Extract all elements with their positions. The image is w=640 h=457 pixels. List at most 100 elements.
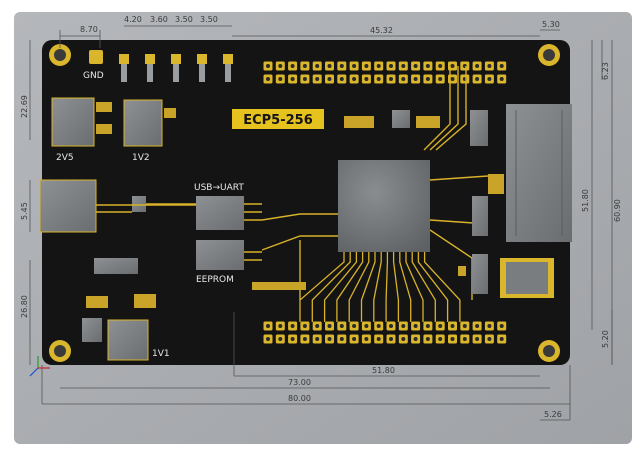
- dim-8-70: 8.70: [80, 25, 98, 34]
- gpio-pin-hole: [438, 324, 443, 328]
- gpio-pin-hole: [462, 324, 467, 328]
- fanout-trace: [385, 252, 389, 322]
- regulator-2v5: [51, 97, 95, 147]
- pcb-board: [42, 40, 570, 365]
- gpio-pin-hole: [413, 324, 418, 328]
- fpga-chip: [338, 160, 430, 252]
- gpio-pin-hole: [315, 337, 320, 341]
- gpio-pin-hole: [425, 77, 430, 81]
- regulator-1v1: [107, 319, 149, 361]
- usb-uart-label: USB→UART: [194, 183, 244, 193]
- power-header-pins: [119, 54, 233, 82]
- rail-1v2-label: 1V2: [132, 153, 150, 163]
- gpio-pin-hole: [266, 64, 270, 68]
- gpio-pin-hole: [327, 337, 332, 341]
- gpio-pin-hole: [413, 77, 418, 81]
- header-pin-leg: [225, 64, 231, 82]
- fanout-trace: [360, 252, 376, 322]
- fanout-trace: [336, 252, 364, 322]
- dim-51-80-bottom: 51.80: [372, 366, 395, 375]
- gpio-pin-hole: [475, 324, 480, 328]
- gpio-pin-hole: [487, 337, 492, 341]
- fuse: [94, 258, 138, 274]
- gpio-pin-hole: [302, 324, 307, 328]
- usb-connector: [39, 179, 97, 233]
- eeprom-label: EEPROM: [196, 275, 234, 285]
- dim-80-00: 80.00: [288, 394, 311, 403]
- fanout-trace: [399, 252, 412, 322]
- rail-1v1-label: 1V1: [152, 349, 170, 359]
- gpio-pin-hole: [389, 324, 393, 328]
- dim-73-00: 73.00: [288, 378, 311, 387]
- gpio-pin-hole: [278, 337, 283, 341]
- gpio-pin-hole: [413, 64, 418, 68]
- capacitor: [134, 294, 156, 308]
- gpio-pin-hole: [315, 324, 320, 328]
- gpio-pin-hole: [401, 324, 406, 328]
- gpio-pin-hole: [290, 337, 295, 341]
- header-pin-leg: [147, 64, 153, 82]
- gpio-pin-hole: [425, 337, 430, 341]
- fanout-trace: [299, 252, 345, 322]
- gpio-header-top: [263, 61, 507, 84]
- fanout-trace: [348, 252, 370, 322]
- gpio-pin-hole: [389, 64, 393, 68]
- gpio-pin-hole: [438, 337, 443, 341]
- gpio-pin-hole: [327, 64, 332, 68]
- gpio-pin-hole: [327, 324, 332, 328]
- gpio-pin-hole: [462, 337, 467, 341]
- inductor: [82, 318, 102, 342]
- header-pin-leg: [121, 64, 127, 82]
- gpio-pin-hole: [364, 324, 369, 328]
- dim-3-50a: 3.50: [175, 15, 193, 24]
- gpio-pin-hole: [278, 324, 283, 328]
- fanout-trace: [311, 252, 351, 322]
- capacitor: [86, 296, 108, 308]
- dim-45-32: 45.32: [370, 26, 393, 35]
- header-pin-leg: [173, 64, 179, 82]
- fpga-fanout-traces: [299, 252, 461, 322]
- dim-5-45: 5.45: [20, 202, 29, 220]
- mounting-hole-top-left: [49, 44, 71, 66]
- header-pin: [171, 54, 181, 64]
- capacitor: [96, 102, 112, 112]
- gpio-pin-hole: [475, 337, 480, 341]
- gpio-pin-hole: [475, 77, 480, 81]
- header-pin: [119, 54, 129, 64]
- gpio-pin-hole: [376, 77, 381, 81]
- dim-5-26: 5.26: [544, 410, 562, 419]
- gpio-pin-hole: [302, 77, 307, 81]
- gpio-pin-hole: [413, 337, 418, 341]
- gpio-pin-hole: [352, 324, 357, 328]
- gpio-pin-hole: [425, 324, 430, 328]
- gpio-pin-hole: [401, 337, 406, 341]
- dim-6-23: 6.23: [601, 62, 610, 80]
- gpio-pin-hole: [487, 324, 492, 328]
- gpio-pin-hole: [339, 337, 344, 341]
- dim-26-80: 26.80: [20, 295, 29, 318]
- gpio-pin-hole: [290, 324, 295, 328]
- chip-label-box: [232, 109, 324, 129]
- mounting-hole-top-right: [538, 44, 560, 66]
- fanout-trace: [423, 252, 461, 322]
- gpio-pin-hole: [450, 64, 455, 68]
- mounting-hole-bottom-left: [49, 340, 71, 362]
- gpio-pin-hole: [499, 337, 504, 341]
- gpio-pin-hole: [278, 77, 283, 81]
- capacitor: [96, 124, 112, 134]
- gpio-pin-hole: [302, 64, 307, 68]
- gpio-pin-hole: [352, 64, 357, 68]
- gnd-label: GND: [83, 71, 104, 81]
- fanout-trace: [392, 252, 400, 322]
- gpio-pin-hole: [389, 77, 393, 81]
- capacitor: [164, 108, 176, 118]
- gpio-pin-hole: [438, 77, 443, 81]
- eeprom-chip: [196, 240, 244, 270]
- gpio-pin-hole: [487, 64, 492, 68]
- gpio-pin-hole: [499, 64, 504, 68]
- dim-5-20: 5.20: [601, 330, 610, 348]
- gpio-pin-hole: [290, 77, 295, 81]
- gpio-pin-hole: [487, 77, 492, 81]
- gpio-pin-hole: [364, 77, 369, 81]
